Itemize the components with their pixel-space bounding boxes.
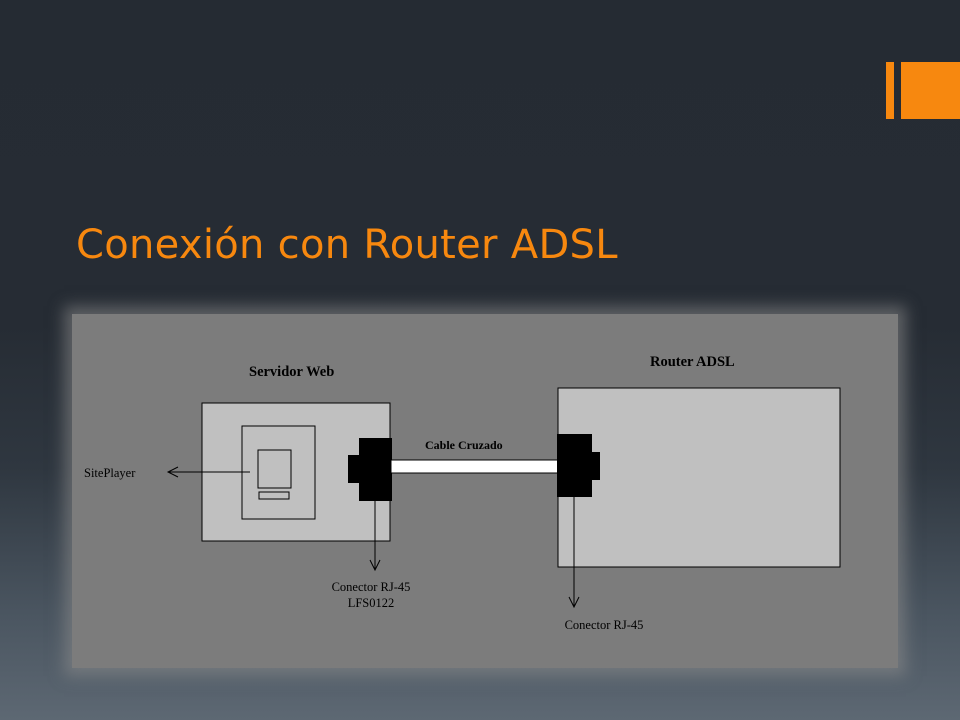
router-box — [557, 387, 841, 568]
router-connector-label: Conector RJ-45 — [565, 618, 644, 632]
router-connector-arrow-head — [568, 596, 580, 609]
siteplayer-screen — [257, 449, 292, 489]
server-connector-tab — [348, 455, 360, 483]
server-connector-label: Conector RJ-45 — [332, 580, 411, 594]
diagram-canvas: Servidor Web Router ADSL Cable Cruzado S… — [84, 354, 841, 632]
siteplayer-label: SitePlayer — [84, 466, 136, 480]
siteplayer-arrow-head — [166, 466, 179, 478]
cable-label: Cable Cruzado — [425, 438, 503, 452]
server-label: Servidor Web — [249, 364, 334, 380]
router-connector-tab — [591, 452, 600, 480]
server-connector-arrow-head — [369, 559, 381, 572]
accent-bar-thin — [886, 62, 894, 119]
crossover-cable — [390, 459, 559, 474]
network-diagram: Servidor Web Router ADSL Cable Cruzado S… — [72, 314, 898, 668]
router-label: Router ADSL — [650, 354, 735, 370]
server-connector-model-label: LFS0122 — [348, 596, 395, 610]
router-connector-body — [557, 434, 592, 497]
siteplayer-slot — [258, 491, 290, 500]
server-connector-body — [359, 438, 392, 501]
slide-title: Conexión con Router ADSL — [76, 222, 618, 268]
accent-bar-wide — [901, 62, 960, 119]
